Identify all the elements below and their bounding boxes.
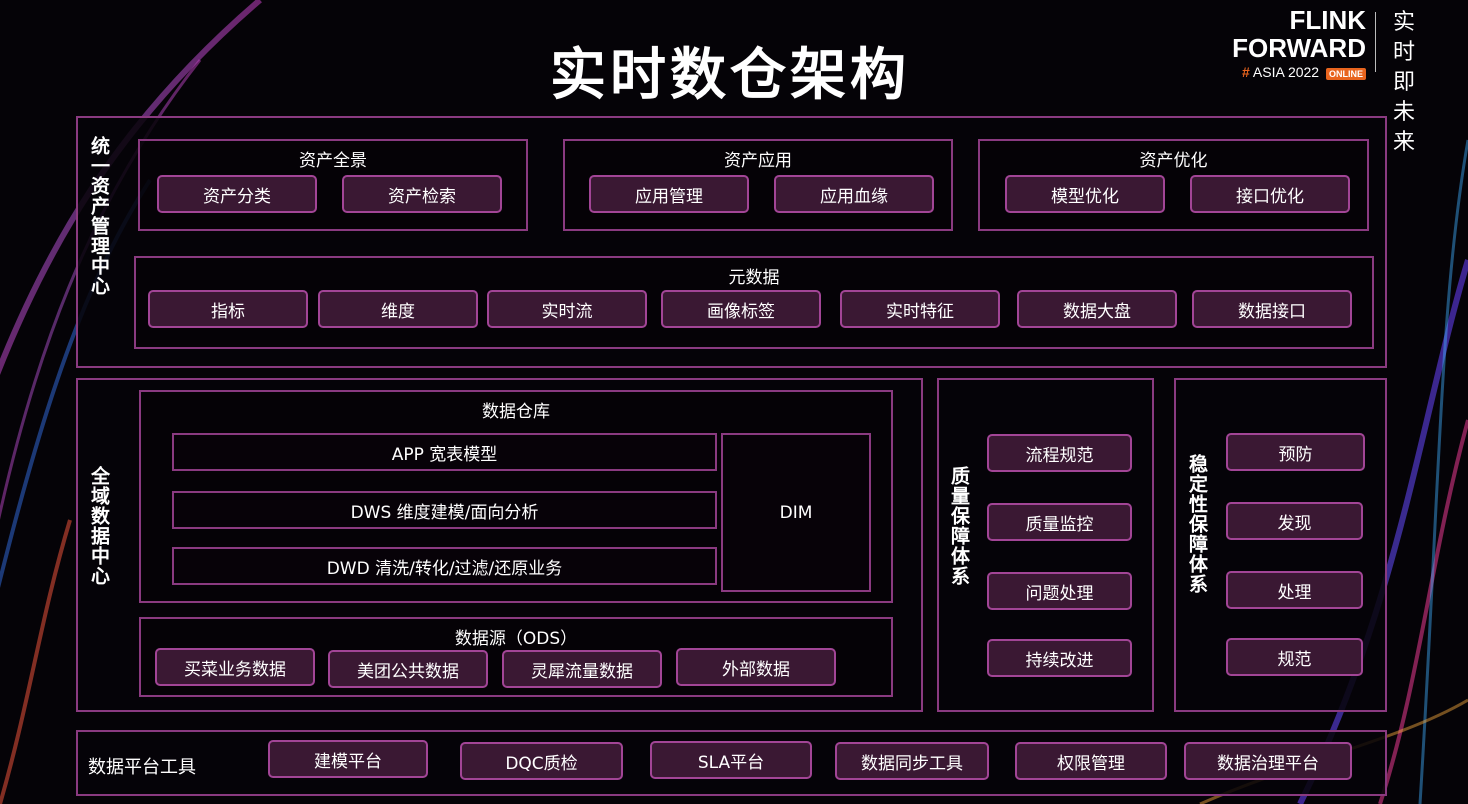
asset-group-application-title: 资产应用 xyxy=(724,151,792,171)
logo-divider xyxy=(1375,12,1376,72)
logo-hash: # xyxy=(1242,64,1250,80)
asset-center-label: 统一资产管理中心 xyxy=(88,136,110,296)
ods-title: 数据源（ODS） xyxy=(454,629,578,649)
stability-item-handle[interactable]: 处理 xyxy=(1226,571,1363,609)
layer-dws[interactable]: DWS 维度建模/面向分析 xyxy=(172,491,717,529)
asset-classify-button[interactable]: 资产分类 xyxy=(157,175,317,213)
stability-item-detect[interactable]: 发现 xyxy=(1226,502,1363,540)
logo-line2: FORWARD xyxy=(1232,33,1366,63)
quality-item-monitor[interactable]: 质量监控 xyxy=(987,503,1132,541)
logo-line3: # ASIA 2022 ONLINE xyxy=(1196,64,1366,80)
app-lineage-button[interactable]: 应用血缘 xyxy=(774,175,934,213)
tool-dqc[interactable]: DQC质检 xyxy=(460,742,623,780)
page-title: 实时数仓架构 xyxy=(550,43,910,108)
app-management-button[interactable]: 应用管理 xyxy=(589,175,749,213)
metadata-item-realtime-stream[interactable]: 实时流 xyxy=(487,290,647,328)
tools-label: 数据平台工具 xyxy=(88,757,196,778)
asset-group-optimization-title: 资产优化 xyxy=(1139,151,1208,171)
ods-item-meituan-public[interactable]: 美团公共数据 xyxy=(328,650,488,688)
quality-item-improve[interactable]: 持续改进 xyxy=(987,639,1132,677)
tool-sla-platform[interactable]: SLA平台 xyxy=(650,741,812,779)
logo-line1: FLINK xyxy=(1289,5,1366,35)
quality-label: 质量保障体系 xyxy=(948,466,970,586)
layer-dwd[interactable]: DWD 清洗/转化/过滤/还原业务 xyxy=(172,547,717,585)
stability-item-standard[interactable]: 规范 xyxy=(1226,638,1363,676)
stability-label: 稳定性保障体系 xyxy=(1186,454,1208,594)
tool-governance-platform[interactable]: 数据治理平台 xyxy=(1184,742,1352,780)
asset-group-overview-title: 资产全景 xyxy=(299,151,367,171)
ods-item-lingxi-traffic[interactable]: 灵犀流量数据 xyxy=(502,650,662,688)
metadata-item-dashboard[interactable]: 数据大盘 xyxy=(1017,290,1177,328)
slogan: 实时即未来 xyxy=(1393,10,1417,155)
quality-item-issue[interactable]: 问题处理 xyxy=(987,572,1132,610)
metadata-item-profile-tags[interactable]: 画像标签 xyxy=(661,290,821,328)
tool-permission[interactable]: 权限管理 xyxy=(1015,742,1167,780)
ods-item-external[interactable]: 外部数据 xyxy=(676,648,836,686)
quality-item-process[interactable]: 流程规范 xyxy=(987,434,1132,472)
flink-forward-logo: FLINK FORWARD # ASIA 2022 ONLINE xyxy=(1196,6,1366,80)
data-center-label: 全域数据中心 xyxy=(88,466,110,586)
metadata-item-metric[interactable]: 指标 xyxy=(148,290,308,328)
model-optimize-button[interactable]: 模型优化 xyxy=(1005,175,1165,213)
metadata-item-data-api[interactable]: 数据接口 xyxy=(1192,290,1352,328)
metadata-item-dimension[interactable]: 维度 xyxy=(318,290,478,328)
stability-item-prevent[interactable]: 预防 xyxy=(1226,433,1365,471)
tool-data-sync[interactable]: 数据同步工具 xyxy=(835,742,989,780)
logo-online-badge: ONLINE xyxy=(1325,68,1366,80)
tool-modeling-platform[interactable]: 建模平台 xyxy=(268,740,428,778)
logo-event: ASIA 2022 xyxy=(1252,64,1320,80)
ods-item-maicai[interactable]: 买菜业务数据 xyxy=(155,648,315,686)
layer-dim[interactable]: DIM xyxy=(721,433,871,592)
metadata-title: 元数据 xyxy=(728,268,780,288)
layer-app[interactable]: APP 宽表模型 xyxy=(172,433,717,471)
warehouse-title: 数据仓库 xyxy=(482,402,550,422)
interface-optimize-button[interactable]: 接口优化 xyxy=(1190,175,1350,213)
metadata-item-realtime-features[interactable]: 实时特征 xyxy=(840,290,1000,328)
asset-search-button[interactable]: 资产检索 xyxy=(342,175,502,213)
